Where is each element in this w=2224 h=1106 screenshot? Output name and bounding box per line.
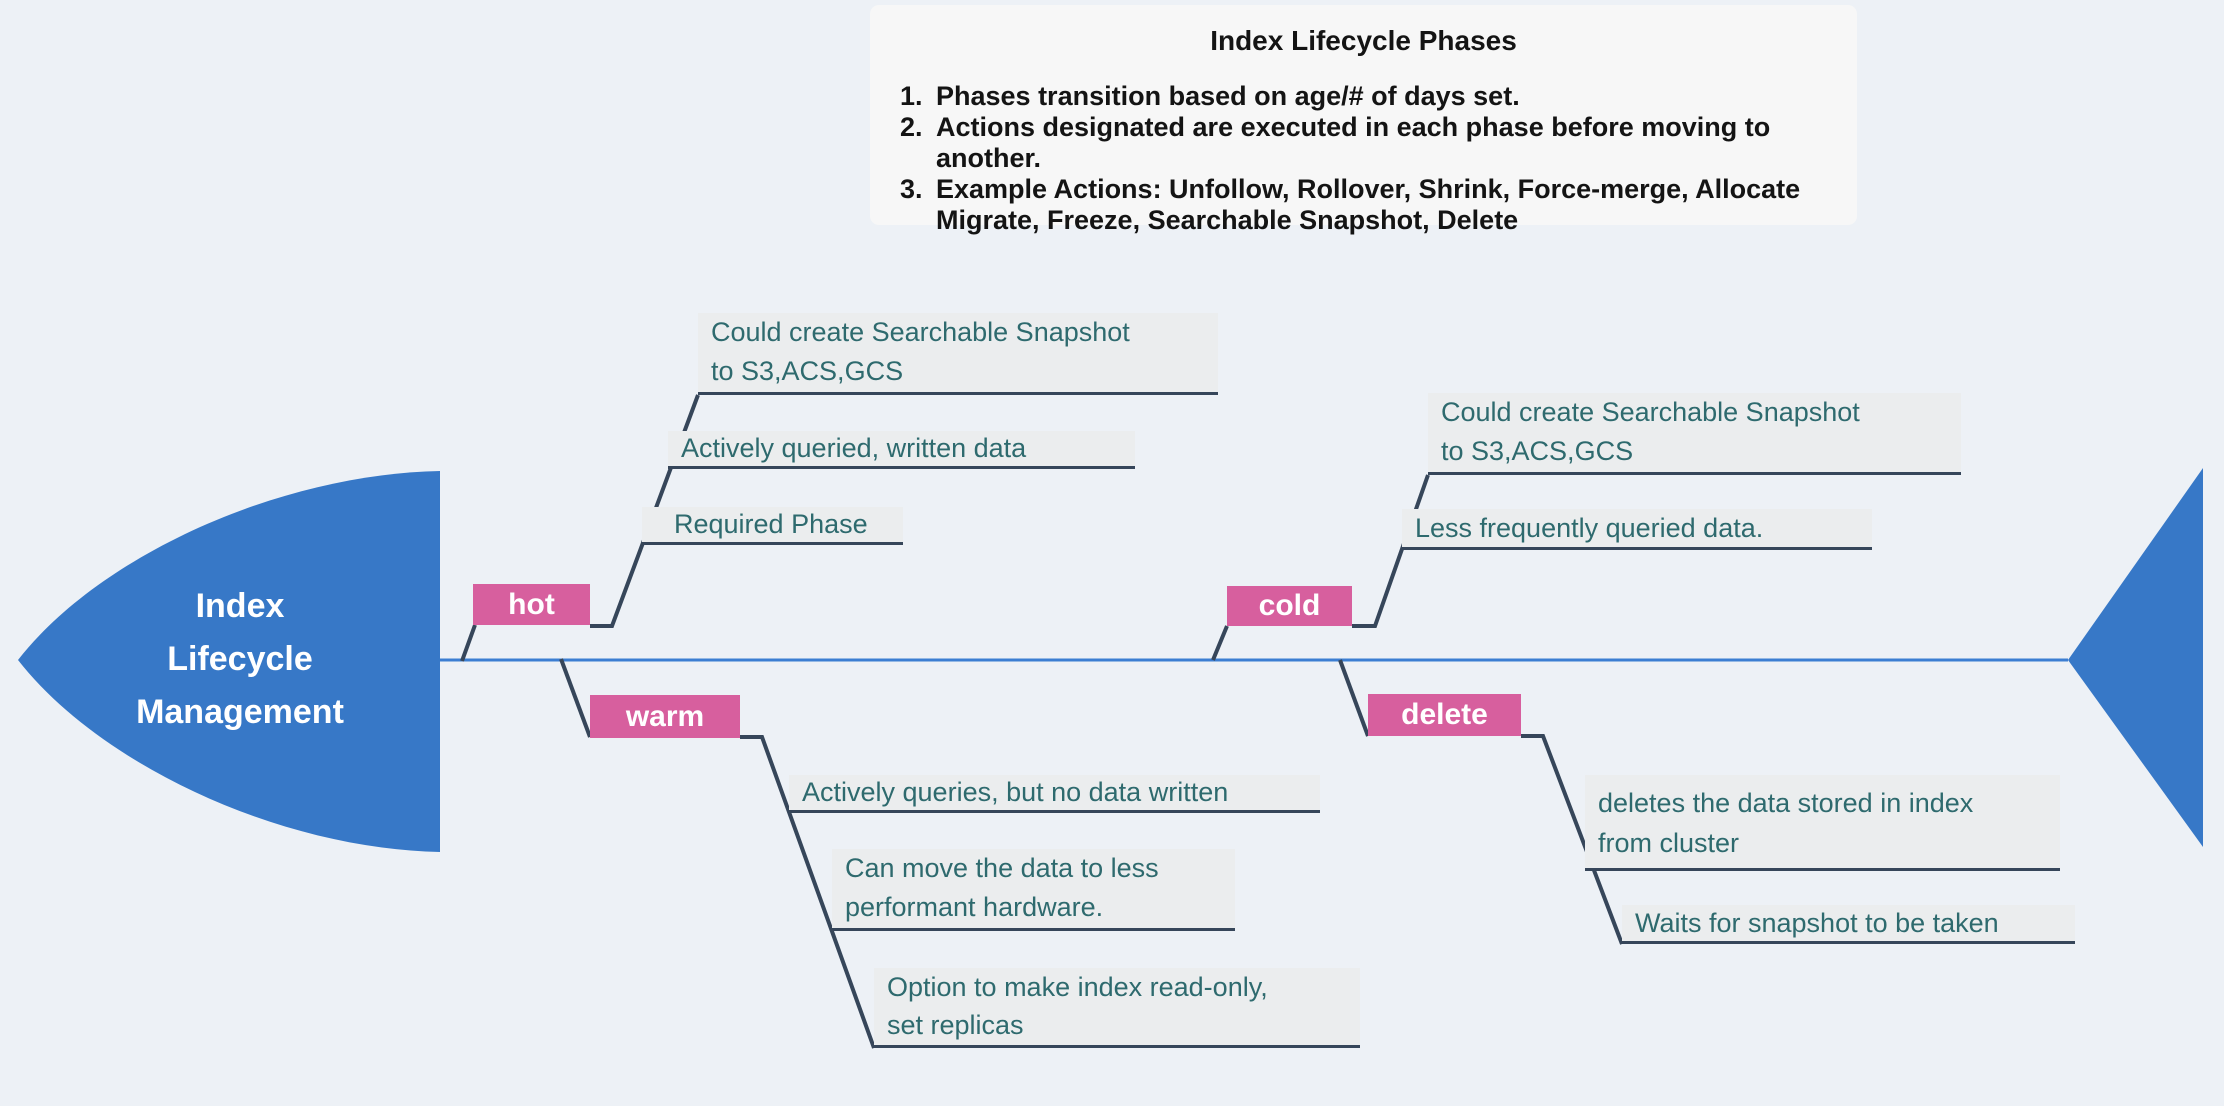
note-item-text: Example Actions: Unfollow, Rollover, Shr…	[936, 174, 1801, 235]
delete-branch-line	[1521, 734, 1624, 945]
note-item-number: 1.	[900, 81, 923, 111]
hot-item-actively-queried[interactable]: Actively queried, written data	[668, 431, 1135, 469]
hot-spine-connector	[460, 624, 477, 662]
fish-tail-shape	[2068, 468, 2203, 847]
note-item-number: 2.	[900, 112, 923, 142]
warm-item-read-only[interactable]: Option to make index read-only, set repl…	[874, 968, 1360, 1048]
delete-item-waits-snapshot[interactable]: Waits for snapshot to be taken	[1622, 905, 2075, 944]
note-item: 2. Actions designated are executed in ea…	[900, 112, 1830, 174]
hot-branch-line	[590, 394, 700, 628]
warm-spine-connector	[559, 658, 592, 738]
note-list: 1. Phases transition based on age/# of d…	[900, 81, 1830, 236]
cold-branch-line	[1352, 474, 1430, 628]
phase-node-delete[interactable]: delete	[1368, 694, 1521, 736]
note-item-number: 3.	[900, 174, 923, 204]
note-item: 3. Example Actions: Unfollow, Rollover, …	[900, 174, 1830, 236]
fishbone-root-title[interactable]: Index Lifecycle Management	[40, 580, 440, 739]
warm-item-move-data[interactable]: Can move the data to less performant har…	[832, 849, 1235, 931]
root-title-line: Management	[136, 693, 344, 731]
note-card[interactable]: Index Lifecycle Phases 1. Phases transit…	[870, 5, 1857, 235]
hot-item-required-phase[interactable]: Required Phase	[642, 507, 903, 545]
phase-node-hot[interactable]: hot	[473, 584, 590, 625]
phase-node-cold[interactable]: cold	[1227, 586, 1352, 626]
note-item-text: Phases transition based on age/# of days…	[936, 81, 1520, 111]
warm-item-actively-queries[interactable]: Actively queries, but no data written	[789, 775, 1320, 813]
delete-spine-connector	[1338, 659, 1370, 737]
note-item-text: Actions designated are executed in each …	[936, 112, 1771, 173]
delete-item-deletes-data[interactable]: deletes the data stored in index from cl…	[1585, 775, 2060, 871]
warm-branch-line	[740, 735, 876, 1049]
fish-head-shape[interactable]	[18, 471, 440, 852]
cold-spine-connector	[1211, 625, 1229, 661]
phase-node-warm[interactable]: warm	[590, 695, 740, 738]
root-title-line: Index	[195, 587, 285, 625]
note-item: 1. Phases transition based on age/# of d…	[900, 81, 1830, 112]
hot-item-searchable-snapshot[interactable]: Could create Searchable Snapshot to S3,A…	[698, 313, 1218, 395]
root-title-line: Lifecycle	[167, 640, 313, 678]
note-title: Index Lifecycle Phases	[1210, 25, 1517, 56]
cold-item-searchable-snapshot[interactable]: Could create Searchable Snapshot to S3,A…	[1428, 393, 1961, 475]
cold-item-less-frequent[interactable]: Less frequently queried data.	[1402, 509, 1872, 550]
